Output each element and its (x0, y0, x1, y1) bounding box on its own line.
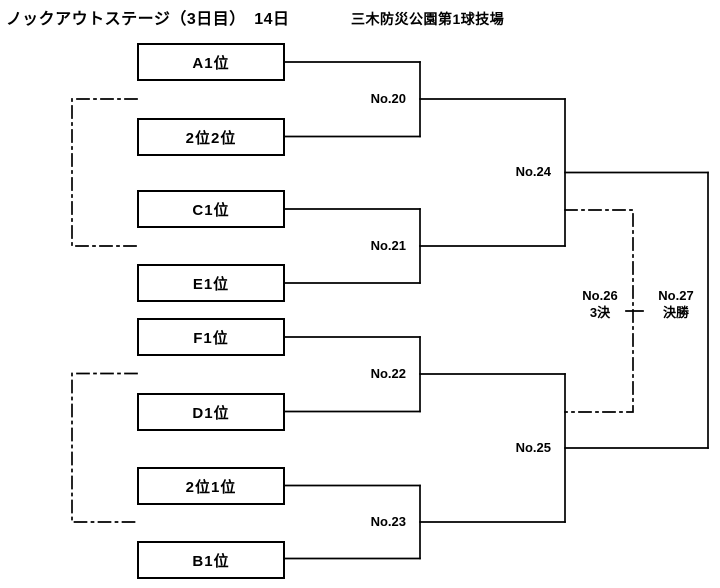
team-label: 2位1位 (185, 478, 237, 496)
team-box-2nd-1: 2位1位 (137, 467, 285, 505)
match-label-no24: No.24 (515, 164, 551, 179)
match-label-no25: No.25 (515, 440, 551, 455)
team-label: D1位 (192, 404, 230, 422)
team-label: A1位 (192, 54, 230, 72)
line-left-bracket-bottom (71, 372, 138, 523)
team-box-e1: E1位 (137, 264, 285, 302)
match-number: No.26 (582, 288, 618, 303)
team-box-f1: F1位 (137, 318, 285, 356)
venue-label: 三木防災公園第1球技場 (351, 11, 505, 27)
team-label: C1位 (192, 201, 230, 219)
team-box-b1: B1位 (137, 541, 285, 579)
team-label: E1位 (192, 275, 230, 293)
team-label: F1位 (193, 329, 229, 347)
match-label-no26: No.26 3決 (560, 287, 640, 321)
team-box-a1: A1位 (137, 43, 285, 81)
match-round-name: 決勝 (662, 305, 689, 320)
match-label-no27: No.27 決勝 (636, 287, 716, 321)
page-title: ノックアウトステージ（3日目） 14日 (6, 11, 290, 28)
team-box-d1: D1位 (137, 393, 285, 431)
match-label-no22: No.22 (370, 366, 406, 381)
match-number: No.27 (658, 288, 694, 303)
team-label: 2位2位 (185, 129, 237, 147)
match-label-no21: No.21 (370, 238, 406, 253)
team-label: B1位 (192, 552, 230, 570)
team-box-2nd-2: 2位2位 (137, 118, 285, 156)
match-label-no20: No.20 (370, 91, 406, 106)
team-box-c1: C1位 (137, 190, 285, 228)
line-left-bracket-top (71, 98, 138, 247)
match-round-name: 3決 (589, 305, 611, 320)
match-label-no23: No.23 (370, 514, 406, 529)
